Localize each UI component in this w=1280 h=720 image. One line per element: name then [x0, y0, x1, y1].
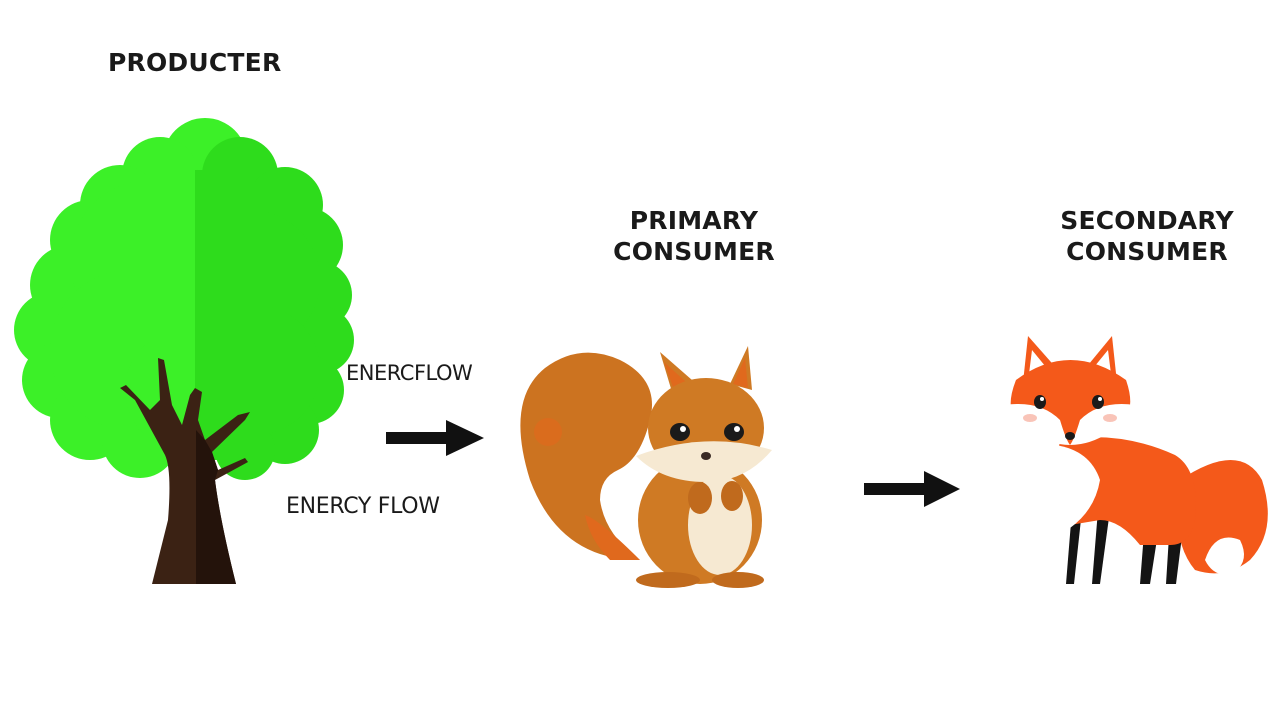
primary-consumer-label-line1: PRIMARY — [629, 206, 759, 235]
energy-flow-label-bottom: ENERCY FLOW — [286, 494, 440, 519]
energy-flow-arrow-1 — [386, 420, 484, 456]
primary-consumer-label-line2: CONSUMER — [613, 237, 775, 267]
secondary-consumer-label: SECONDARY CONSUMER — [1038, 205, 1256, 268]
energy-flow-arrow-2 — [864, 471, 960, 507]
secondary-consumer-label-line1: SECONDARY — [1060, 206, 1234, 235]
tree-trunk — [120, 358, 250, 584]
secondary-consumer-label-line2: CONSUMER — [1066, 237, 1228, 267]
tree-icon — [14, 118, 354, 584]
squirrel-icon — [520, 346, 772, 588]
producer-label: PRODUCTER — [108, 48, 282, 77]
fox-icon — [1004, 336, 1268, 584]
energy-flow-label-top: ENERCFLOW — [346, 361, 473, 385]
tree-foliage — [14, 118, 354, 480]
primary-consumer-label: PRIMARY CONSUMER — [594, 205, 794, 268]
